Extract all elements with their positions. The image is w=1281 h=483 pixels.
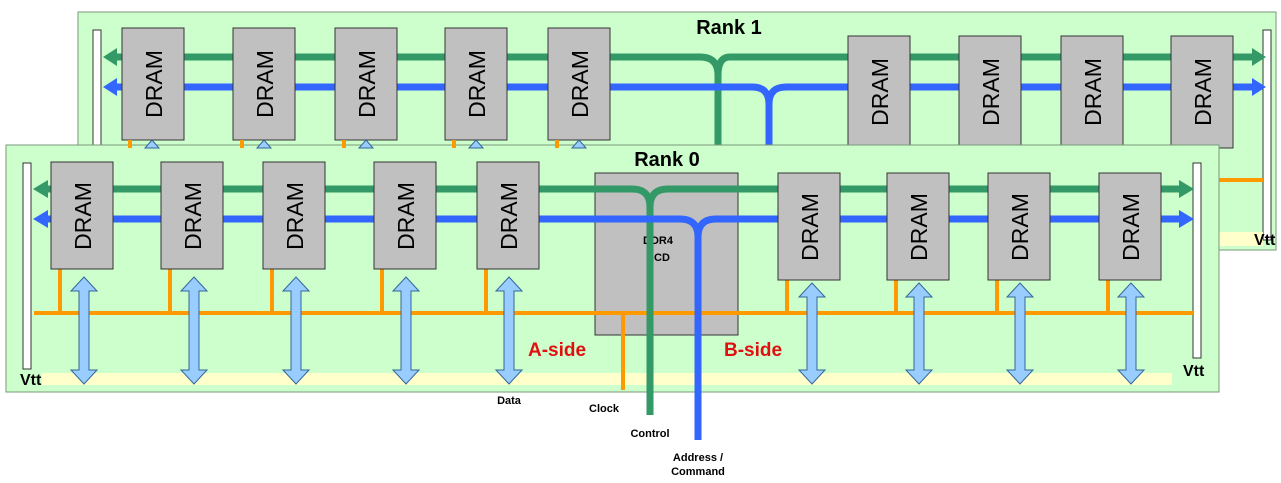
- rank0-board: DDR4 RCD: [5, 139, 1220, 440]
- rank1-data-arrow-tip: [570, 139, 588, 149]
- rank1-dram: DRAM: [232, 27, 296, 141]
- data-signal-label: Data: [497, 395, 522, 407]
- ddr4-rcd: DDR4 RCD: [594, 172, 739, 336]
- rank1-dram: DRAM: [444, 27, 508, 141]
- rank1-dram: DRAM: [958, 35, 1022, 149]
- data-bus-arrow: [797, 282, 827, 385]
- a-side-label: A-side: [528, 340, 586, 361]
- svg-text:DRAM: DRAM: [867, 58, 893, 126]
- rank0-dram: DRAM: [1098, 172, 1162, 281]
- rank0-dram: DRAM: [777, 172, 841, 281]
- svg-text:DRAM: DRAM: [180, 182, 206, 250]
- rank0-dram: DRAM: [262, 161, 326, 270]
- svg-text:DRAM: DRAM: [1190, 58, 1216, 126]
- rank0-dram: DRAM: [886, 172, 950, 281]
- rank1-dram: DRAM: [1170, 35, 1234, 149]
- svg-text:DRAM: DRAM: [252, 50, 278, 118]
- data-arrows: [69, 139, 1146, 385]
- rank1-data-arrow-tip: [255, 139, 273, 149]
- rank1-left-terminator: [92, 29, 102, 146]
- rank1-data-arrow-tip: [143, 139, 161, 149]
- svg-text:DRAM: DRAM: [70, 182, 96, 250]
- rank0-dram: DRAM: [987, 172, 1051, 281]
- rank0-clock-bus: [34, 140, 1193, 390]
- rank0-dram: DRAM: [373, 161, 437, 270]
- rank1-dram: DRAM: [334, 27, 398, 141]
- rank1-dram: DRAM: [547, 27, 611, 141]
- svg-text:DRAM: DRAM: [1007, 193, 1033, 261]
- data-bus-arrow: [1116, 282, 1146, 385]
- b-side-label: B-side: [724, 340, 782, 361]
- svg-text:DRAM: DRAM: [1118, 193, 1144, 261]
- clock-signal-label: Clock: [589, 403, 620, 415]
- data-bus-arrow: [904, 282, 934, 385]
- rank0-dram: DRAM: [160, 161, 224, 270]
- svg-text:DRAM: DRAM: [1080, 58, 1106, 126]
- data-bus-arrow: [69, 276, 99, 385]
- svg-text:DRAM: DRAM: [567, 50, 593, 118]
- rank1-board: DRAM DRAM DRAM DRAM DRAM DRAM DRAM DRAM …: [77, 11, 1277, 251]
- data-bus-arrow: [494, 276, 524, 385]
- rank1-data-arrow-tip: [467, 139, 485, 149]
- rank0-vtt-left: Vtt: [20, 372, 42, 389]
- rank0-left-terminator: [22, 162, 32, 370]
- rank1-vtt-right: Vtt: [1254, 232, 1276, 249]
- svg-text:DRAM: DRAM: [496, 182, 522, 250]
- rank1-data-arrow-tip: [357, 139, 375, 149]
- svg-text:DRAM: DRAM: [464, 50, 490, 118]
- address-signal-label-line2: Command: [671, 466, 725, 478]
- svg-text:DRAM: DRAM: [978, 58, 1004, 126]
- data-bus-arrow: [179, 276, 209, 385]
- svg-text:DRAM: DRAM: [141, 50, 167, 118]
- rank1-title: Rank 1: [696, 17, 762, 39]
- rank1-right-terminator: [1262, 29, 1272, 241]
- svg-text:DRAM: DRAM: [797, 193, 823, 261]
- data-bus-arrow: [281, 276, 311, 385]
- data-bus-arrow: [1005, 282, 1035, 385]
- rank1-dram: DRAM: [1060, 35, 1124, 149]
- rank1-dram: DRAM: [847, 35, 911, 149]
- svg-text:DRAM: DRAM: [393, 182, 419, 250]
- rank1-dram: DRAM: [121, 27, 185, 141]
- rank0-title: Rank 0: [634, 149, 700, 171]
- rank0-right-terminator: [1192, 162, 1202, 359]
- rank0-vtt-right: Vtt: [1183, 363, 1205, 380]
- svg-text:DRAM: DRAM: [282, 182, 308, 250]
- rank0-dram: DRAM: [50, 161, 114, 270]
- rank0-dram: DRAM: [476, 161, 540, 270]
- svg-text:DRAM: DRAM: [354, 50, 380, 118]
- data-bus-arrow: [391, 276, 421, 385]
- control-signal-label: Control: [630, 428, 669, 440]
- svg-text:DRAM: DRAM: [906, 193, 932, 261]
- address-signal-label-line1: Address /: [673, 452, 723, 464]
